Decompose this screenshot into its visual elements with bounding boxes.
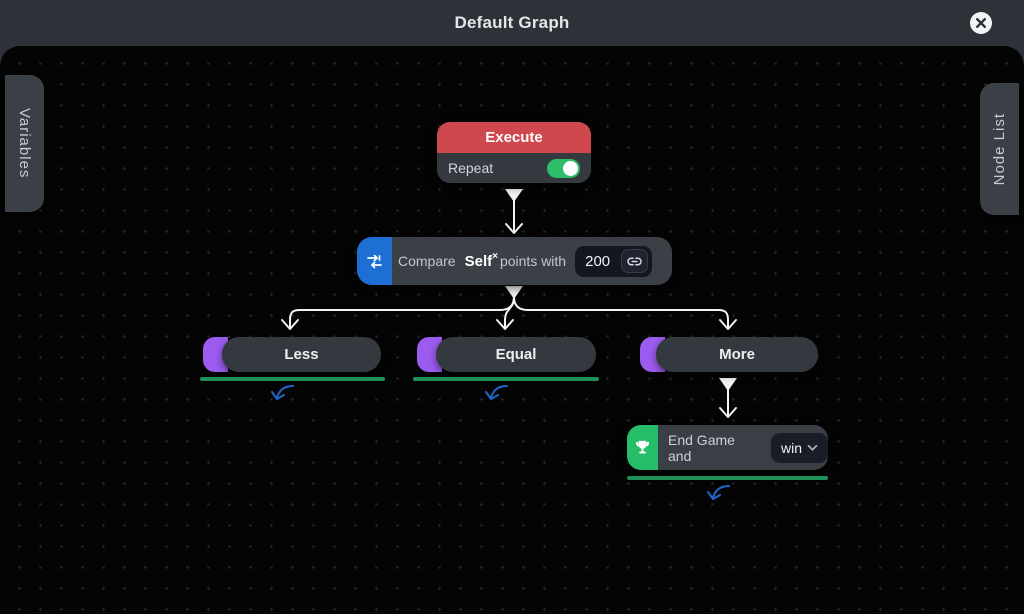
variables-panel-tab[interactable]: Variables [5, 75, 44, 212]
end-game-label: End Game and [668, 431, 735, 464]
outcome-selected-value: win [781, 439, 803, 456]
outcome-dropdown[interactable]: win [771, 432, 828, 463]
variable-chip-name: Self [464, 253, 493, 270]
compare-suffix-text: points with [499, 253, 567, 269]
close-icon [976, 18, 986, 28]
compare-prefix-text: Compare [398, 253, 456, 269]
node-list-panel-tab[interactable]: Node List [980, 83, 1019, 215]
titlebar: Default Graph [0, 0, 1024, 46]
compare-node-cap [357, 237, 392, 285]
repeat-label: Repeat [448, 160, 494, 176]
link-icon [627, 257, 642, 265]
variables-tab-label: Variables [16, 108, 33, 179]
branch-node-more[interactable]: More [656, 337, 818, 372]
chip-remove-icon[interactable]: × [492, 251, 498, 262]
end-game-underline [627, 476, 828, 480]
page-title: Default Graph [454, 13, 570, 32]
toggle-knob [563, 160, 578, 176]
end-game-node-cap [627, 425, 658, 470]
branch-node-less[interactable]: Less [222, 337, 381, 372]
execute-node[interactable]: Execute Repeat [437, 122, 591, 183]
chevron-down-icon [807, 444, 818, 451]
variable-chip[interactable]: Self× [464, 251, 498, 270]
link-variable-button[interactable] [621, 249, 649, 273]
branch-underline-less [200, 377, 385, 381]
node-list-tab-label: Node List [991, 112, 1008, 186]
repeat-toggle[interactable] [547, 158, 580, 178]
execute-node-title: Execute [485, 129, 543, 146]
compare-value-input[interactable]: 200 [575, 245, 653, 277]
branch-label-equal: Equal [495, 346, 537, 363]
end-game-node[interactable]: End Game and win [627, 425, 828, 470]
branch-label-less: Less [284, 346, 319, 363]
trophy-icon [636, 440, 649, 454]
branch-label-more: More [719, 346, 755, 363]
compare-node[interactable]: Compare Self× points with 200 [357, 237, 672, 285]
execute-node-header: Execute [437, 122, 591, 153]
close-button[interactable] [970, 12, 992, 34]
branch-underline-equal [413, 377, 599, 381]
branch-node-equal[interactable]: Equal [436, 337, 596, 372]
compare-value: 200 [585, 252, 611, 270]
compare-icon [367, 254, 382, 268]
